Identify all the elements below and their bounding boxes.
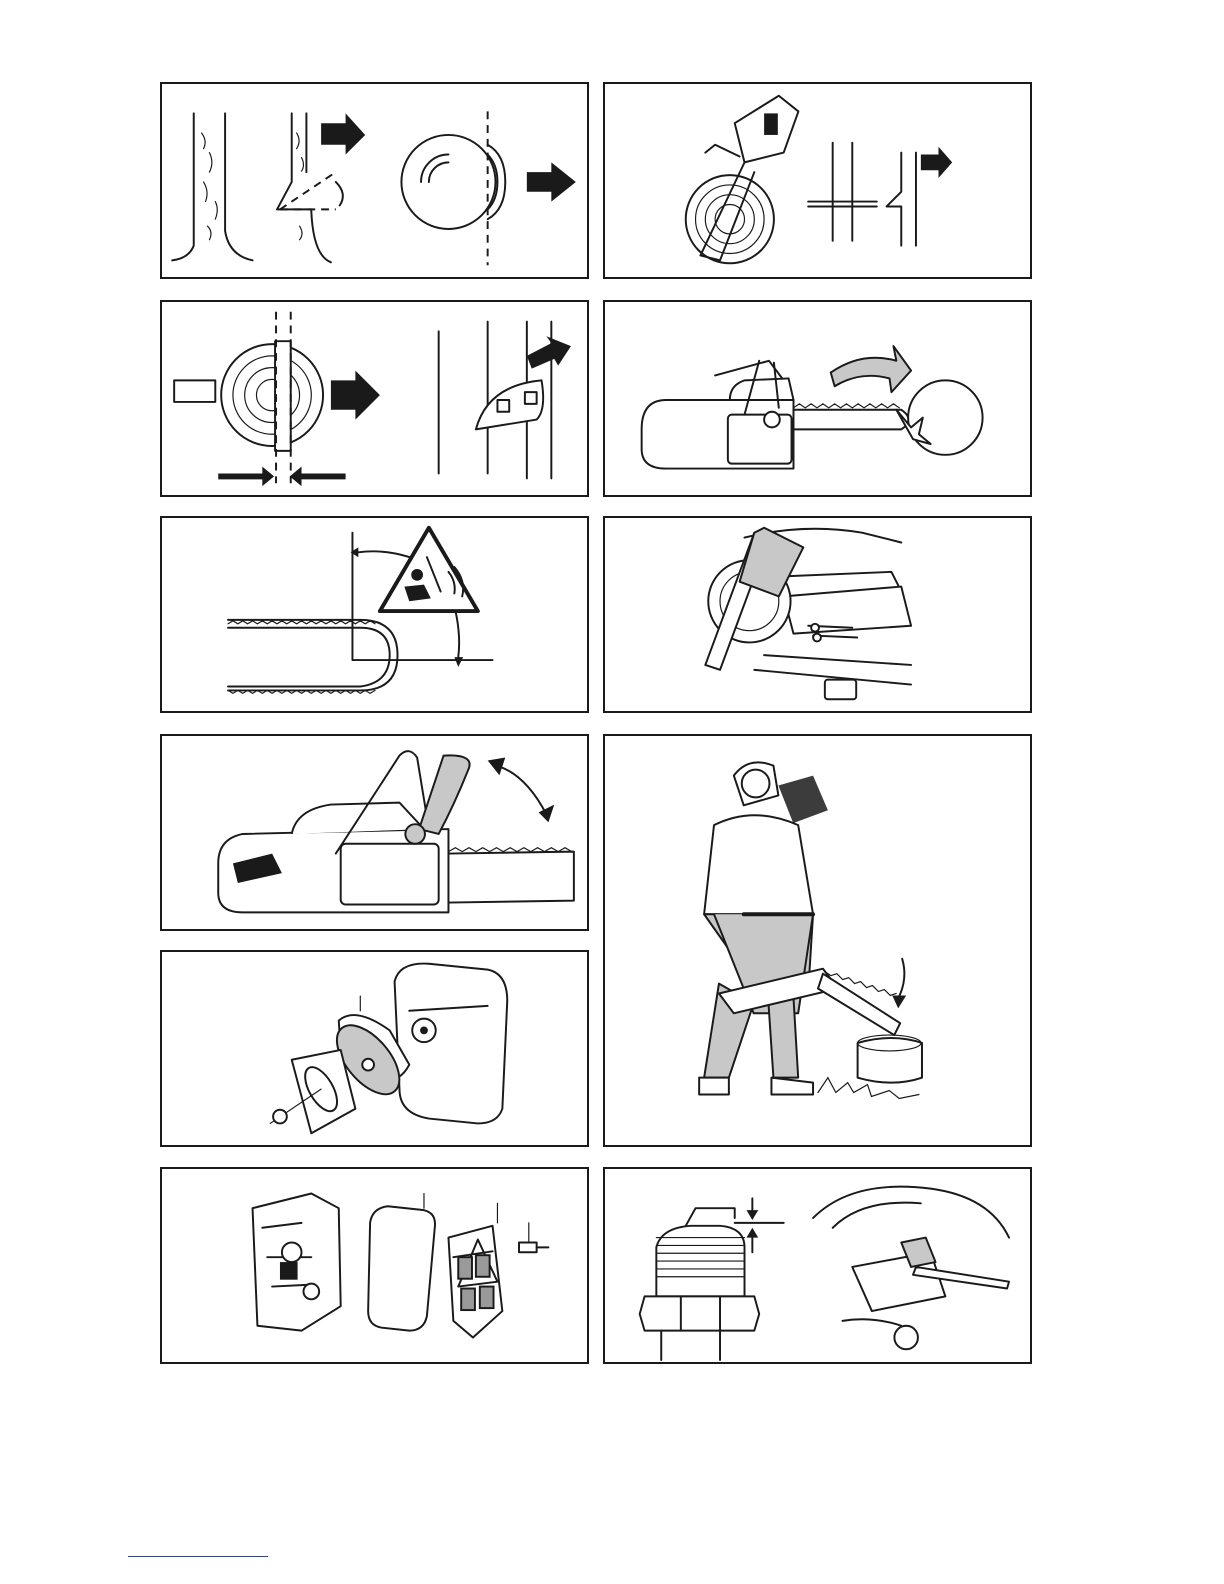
panel-air-filter xyxy=(160,1167,589,1364)
footer-link-underline[interactable] xyxy=(128,1556,268,1557)
panel-operator-posture xyxy=(603,734,1032,1147)
panel-chain-brake-lever xyxy=(160,734,589,931)
panel-brake-cleaning xyxy=(603,516,1032,713)
chainsaw-cut-icon xyxy=(605,84,1030,277)
panel-spark-plug xyxy=(603,1167,1032,1364)
panel-kickback-zone xyxy=(603,300,1032,497)
panel-hinge-wedge xyxy=(160,300,589,497)
operator-icon xyxy=(605,736,1030,1145)
kickback-icon xyxy=(605,302,1030,495)
tree-notch-icon xyxy=(162,84,587,277)
panel-kickback-angle xyxy=(160,516,589,713)
panel-muffler xyxy=(160,950,589,1147)
air-filter-icon xyxy=(162,1169,587,1362)
wedge-icon xyxy=(162,302,587,495)
spark-plug-icon xyxy=(605,1169,1030,1362)
panel-back-cut xyxy=(603,82,1032,279)
chain-brake-icon xyxy=(162,736,587,929)
warning-triangle-icon xyxy=(162,518,587,711)
panel-felling-notch xyxy=(160,82,589,279)
brush-icon xyxy=(605,518,1030,711)
muffler-icon xyxy=(162,952,587,1145)
